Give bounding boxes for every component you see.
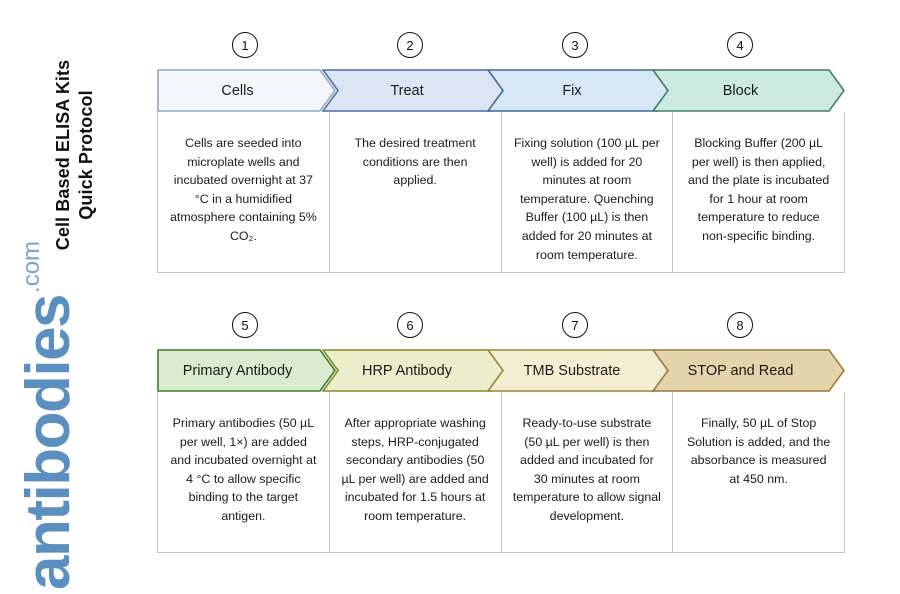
step-description-box-6: After appropriate washing steps, HRP-con… <box>330 392 502 552</box>
step-number-badges-row-2: 5 6 7 8 <box>157 312 845 349</box>
flow-row-2: 5 6 7 8 Primary Antibody HRP Antibody TM… <box>157 312 845 553</box>
step-badge-3: 3 <box>562 32 588 58</box>
step-description-text-4: Blocking Buffer (200 µL per well) is the… <box>688 136 830 244</box>
step-badge-6: 6 <box>397 312 423 338</box>
step-description-box-5: Primary antibodies (50 µL per well, 1×) … <box>158 392 330 552</box>
page-title: Cell Based ELISA Kits Quick Protocol <box>44 30 106 280</box>
chevron-strip-row-2: Primary Antibody HRP Antibody TMB Substr… <box>157 349 845 392</box>
step-description-box-2: The desired treatment conditions are the… <box>330 112 502 272</box>
chevron-step-4[interactable]: Block <box>652 69 845 112</box>
step-description-text-6: After appropriate washing steps, HRP-con… <box>341 416 489 524</box>
step-description-text-7: Ready-to-use substrate (50 µL per well) … <box>512 416 661 524</box>
step-description-text-5: Primary antibodies (50 µL per well, 1×) … <box>170 416 317 524</box>
chevron-step-1[interactable]: Cells <box>157 69 336 112</box>
step-description-box-4: Blocking Buffer (200 µL per well) is the… <box>673 112 845 272</box>
chevron-step-8[interactable]: STOP and Read <box>652 349 845 392</box>
watermark-wordmark: antibodies <box>14 294 83 590</box>
step-badge-7: 7 <box>562 312 588 338</box>
step-description-boxes-row-2: Primary antibodies (50 µL per well, 1×) … <box>157 392 845 553</box>
step-description-box-1: Cells are seeded into microplate wells a… <box>158 112 330 272</box>
step-badge-1: 1 <box>232 32 258 58</box>
step-description-box-7: Ready-to-use substrate (50 µL per well) … <box>502 392 674 552</box>
watermark-tld: .com <box>18 240 45 293</box>
step-badge-8: 8 <box>727 312 753 338</box>
chevron-step-6[interactable]: HRP Antibody <box>322 349 508 392</box>
step-description-text-8: Finally, 50 µL of Stop Solution is added… <box>686 416 831 486</box>
step-badge-4: 4 <box>727 32 753 58</box>
step-description-text-2: The desired treatment conditions are the… <box>354 136 476 188</box>
page-title-line-2: Quick Protocol <box>76 90 96 220</box>
chevron-strip-row-1: Cells Treat Fix Block <box>157 69 845 112</box>
flow-row-1: 1 2 3 4 Cells Treat Fix Block Cells are … <box>157 32 845 273</box>
step-description-boxes-row-1: Cells are seeded into microplate wells a… <box>157 112 845 273</box>
step-description-text-1: Cells are seeded into microplate wells a… <box>170 136 317 244</box>
step-description-box-8: Finally, 50 µL of Stop Solution is added… <box>673 392 845 552</box>
step-badge-2: 2 <box>397 32 423 58</box>
step-badge-5: 5 <box>232 312 258 338</box>
antibodies-watermark-logo: antibodies .com <box>14 241 108 590</box>
chevron-step-2[interactable]: Treat <box>322 69 508 112</box>
chevron-step-7[interactable]: TMB Substrate <box>487 349 673 392</box>
step-description-box-3: Fixing solution (100 µL per well) is add… <box>502 112 674 272</box>
step-number-badges-row-1: 1 2 3 4 <box>157 32 845 69</box>
page-title-line-1: Cell Based ELISA Kits <box>52 59 73 251</box>
chevron-step-3[interactable]: Fix <box>487 69 673 112</box>
chevron-step-5[interactable]: Primary Antibody <box>157 349 336 392</box>
step-description-text-3: Fixing solution (100 µL per well) is add… <box>513 136 660 262</box>
